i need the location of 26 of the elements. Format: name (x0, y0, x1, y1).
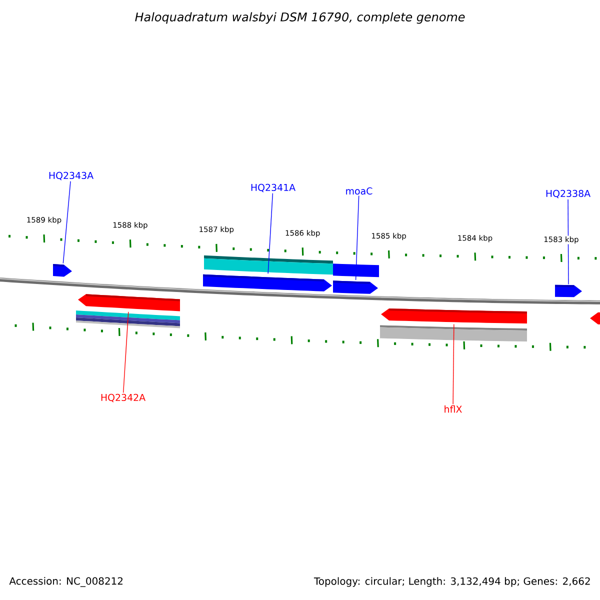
feature-bar (76, 310, 180, 328)
gene-label: HQ2341A (251, 184, 296, 192)
leader-line (123, 312, 129, 394)
gene-feature (555, 284, 582, 298)
gene-label: moaC (346, 187, 372, 195)
leader-line (268, 192, 274, 274)
leader-line (62, 180, 71, 264)
gene-feature (78, 294, 180, 312)
gene-label: HQ2342A (101, 394, 146, 402)
feature-bar (204, 255, 333, 275)
feature-bar (590, 312, 600, 324)
leader-line (452, 324, 454, 405)
gene-feature (381, 308, 527, 324)
footer-text: Accession: NC_008212 (9, 577, 122, 587)
gene-feature (333, 280, 378, 294)
gene-label: hflX (444, 405, 462, 413)
gene-label: HQ2343A (49, 172, 94, 180)
gene-label: HQ2338A (546, 190, 590, 198)
feature-bar (380, 325, 527, 342)
gene-feature (53, 264, 72, 277)
leader-line (568, 198, 569, 285)
title: Haloquadratum walsbyi DSM 16790, complete genome (135, 12, 465, 24)
leader-line (355, 195, 360, 280)
gene-feature (203, 274, 332, 292)
feature-bar (333, 264, 379, 278)
footer-text: Topology: circular; Length: 3,132,494 bp; Genes: 2,662 (314, 577, 590, 587)
